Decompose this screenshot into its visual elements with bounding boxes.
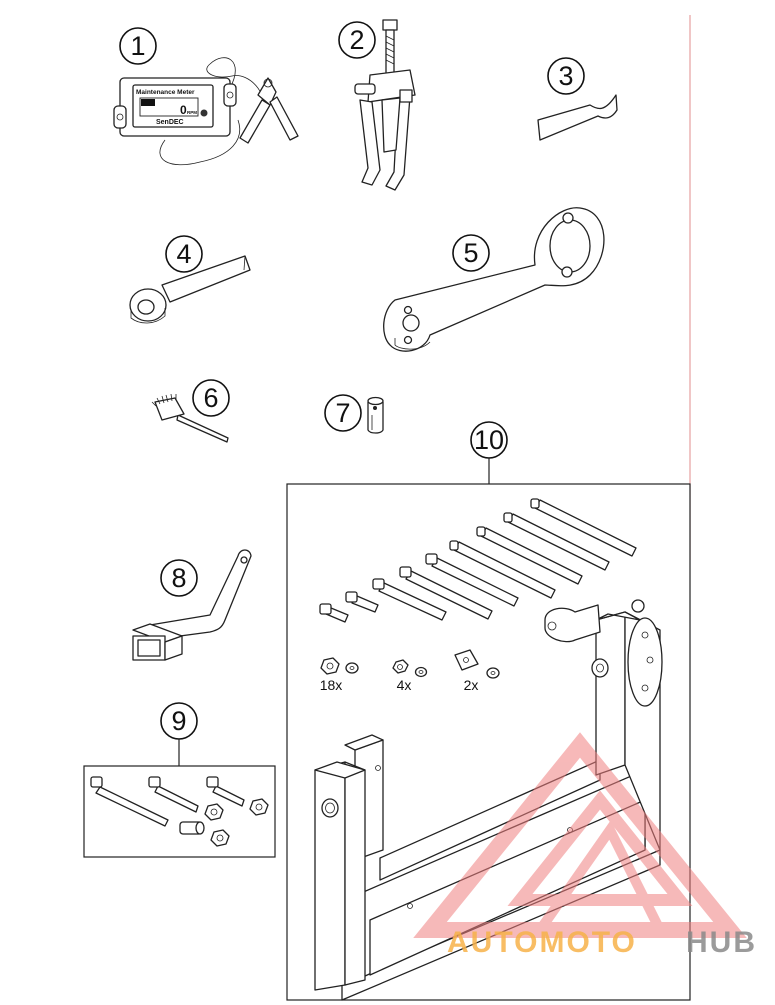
puller-icon (354, 19, 416, 191)
callout-2-label: 2 (349, 25, 364, 55)
callout-2: 2 (338, 21, 376, 59)
callout-9-label: 9 (171, 706, 186, 736)
socket-icon (367, 396, 384, 434)
meter-title: Maintenance Meter (136, 89, 195, 96)
callout-9: 9 (160, 702, 198, 766)
callout-3-label: 3 (558, 61, 573, 91)
callout-8-label: 8 (171, 563, 186, 593)
watermark-text-secondary: HUB (686, 926, 757, 959)
callout-7-label: 7 (335, 398, 350, 428)
meter-brand: SenDEC (156, 119, 184, 126)
hour-meter-icon: Maintenance Meter 0 RPM SenDEC (113, 57, 299, 166)
holding-wrench-icon (383, 207, 605, 352)
callout-6-label: 6 (203, 383, 218, 413)
callout-10: 10 (470, 421, 508, 484)
qty-small-nut-label: 4x (397, 677, 412, 693)
meter-unit: RPM (187, 110, 197, 115)
callout-5-label: 5 (463, 238, 478, 268)
watermark-logo (413, 732, 747, 938)
callout-1-label: 1 (130, 31, 145, 61)
bolt-kit-icon (83, 765, 276, 858)
callout-3: 3 (547, 57, 585, 95)
watermark-text-primary: AUTOMOTO (447, 926, 637, 959)
callout-4: 4 (165, 235, 203, 273)
callout-1: 1 (119, 27, 157, 65)
comb-tool-icon (151, 393, 229, 443)
callout-8: 8 (160, 559, 198, 597)
callout-4-label: 4 (176, 239, 191, 269)
qty-nut-label: 18x (320, 677, 343, 693)
callout-7: 7 (324, 394, 362, 432)
qty-plate-label: 2x (464, 677, 479, 693)
meter-display: 0 (180, 103, 187, 117)
callout-6: 6 (192, 379, 230, 417)
callout-5: 5 (452, 234, 490, 272)
callout-10-label: 10 (474, 425, 504, 455)
pin-wrench-icon (129, 255, 251, 324)
gauge-plate-icon (537, 94, 618, 141)
lever-tool-icon (132, 549, 252, 661)
